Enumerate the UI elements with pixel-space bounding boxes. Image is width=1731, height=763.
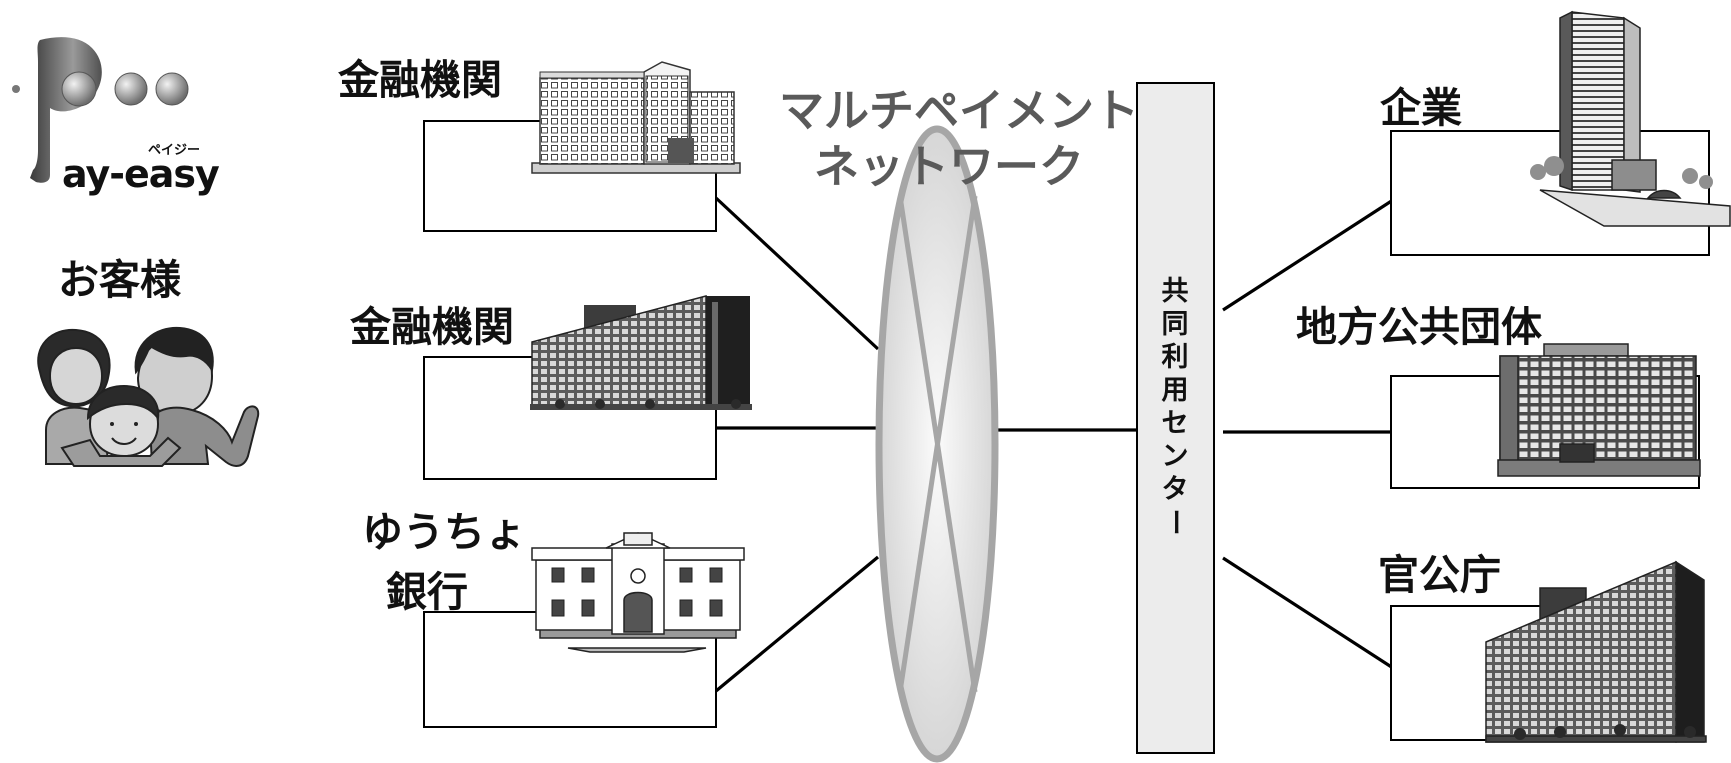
logo-ball-2: [114, 72, 148, 106]
left-node-3-label-line2: 銀行: [386, 568, 468, 616]
line-center-agency: [1222, 556, 1394, 670]
shared-center-char: 共: [1162, 276, 1189, 307]
multipayment-network: マルチペイメント ネットワーク: [779, 84, 1139, 763]
shared-center-box: [1136, 82, 1215, 754]
government-office-icon: [1497, 343, 1701, 477]
right-node-2-label: 地方公共団体: [1296, 303, 1542, 351]
left-node-2-label: 金融機関: [349, 303, 514, 351]
right-node-3: 官公庁: [1378, 551, 1707, 743]
bank-building-icon: [530, 295, 752, 410]
shared-center-char: 利: [1162, 342, 1189, 373]
government-agency-icon: [1485, 560, 1707, 743]
left-node-3-label-line1: ゆうちょ: [362, 508, 526, 556]
logo-ruby: ペイジー: [148, 143, 200, 158]
connector-lines: [714, 196, 1394, 693]
shared-center-char: セ: [1162, 408, 1189, 439]
shared-center-char: タ: [1162, 474, 1189, 505]
left-node-1-label: 金融機関: [337, 56, 502, 104]
left-node-1: 金融機関: [337, 56, 741, 232]
office-tower-icon: [1530, 10, 1731, 227]
family-icon: [37, 326, 260, 467]
network-label-line2: ネットワーク: [814, 140, 1084, 193]
line-center-company: [1222, 198, 1394, 312]
logo-ball-1: [61, 71, 97, 107]
left-node-2: 金融機関: [349, 295, 752, 480]
right-node-1-label: 企業: [1380, 84, 1462, 132]
right-node-3-label: 官公庁: [1378, 551, 1501, 599]
line-post-bank-network: [714, 555, 880, 693]
logo-ball-3: [155, 72, 189, 106]
shared-center-char: 用: [1162, 375, 1189, 406]
shared-center-char: ー: [1159, 509, 1190, 536]
customer-label: お客様: [58, 256, 182, 304]
network-label-line1: マルチペイメント: [779, 84, 1139, 137]
line-bank1-network: [714, 196, 880, 351]
shared-center-char: ン: [1162, 441, 1189, 472]
bank-building-icon: [531, 61, 741, 174]
post-bank-building-icon: [531, 532, 745, 653]
right-node-1: 企業: [1380, 10, 1731, 256]
right-node-2: 地方公共団体: [1296, 303, 1701, 489]
shared-center-char: 同: [1162, 309, 1189, 340]
logo-dot-small: [12, 85, 20, 93]
left-node-3: ゆうちょ 銀行: [362, 508, 745, 728]
network-cross-2: [897, 195, 978, 693]
payeasy-logo: ペイジー ay-easy: [12, 37, 221, 196]
logo-wordmark: ay-easy: [62, 152, 220, 196]
